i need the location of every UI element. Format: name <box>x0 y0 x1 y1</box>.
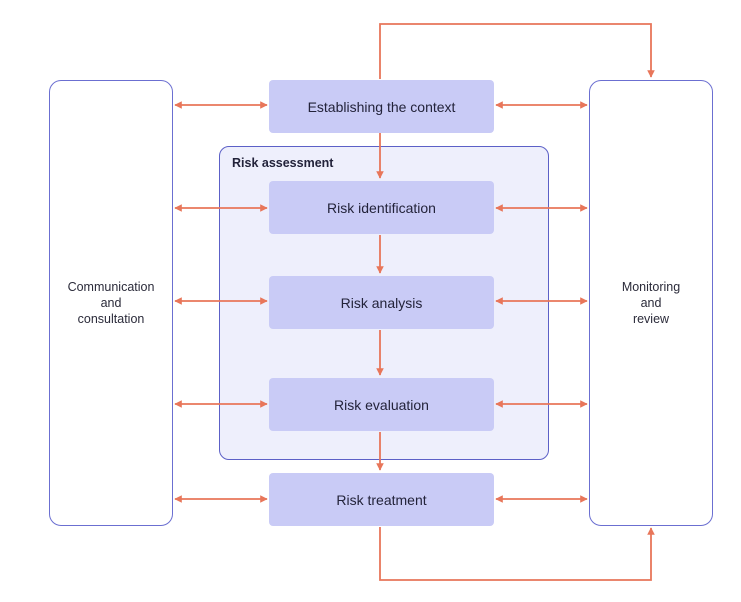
step-risk-identification: Risk identification <box>269 181 494 234</box>
step-establishing-context: Establishing the context <box>269 80 494 133</box>
monitoring-review-panel: Monitoring and review <box>589 80 713 526</box>
loop-arrow-top <box>379 23 655 79</box>
communication-consultation-panel: Communication and consultation <box>49 80 173 526</box>
step-risk-analysis: Risk analysis <box>269 276 494 329</box>
step-risk-treatment: Risk treatment <box>269 473 494 526</box>
step-label: Risk identification <box>327 199 436 216</box>
communication-consultation-label: Communication and consultation <box>67 280 155 326</box>
step-risk-evaluation: Risk evaluation <box>269 378 494 431</box>
loop-arrow-bottom <box>379 527 655 581</box>
step-label: Risk treatment <box>336 491 427 508</box>
step-label: Establishing the context <box>307 98 456 115</box>
monitoring-review-label: Monitoring and review <box>621 280 681 326</box>
step-label: Risk evaluation <box>334 396 429 413</box>
risk-assessment-label: Risk assessment <box>232 156 334 170</box>
step-label: Risk analysis <box>340 294 423 311</box>
